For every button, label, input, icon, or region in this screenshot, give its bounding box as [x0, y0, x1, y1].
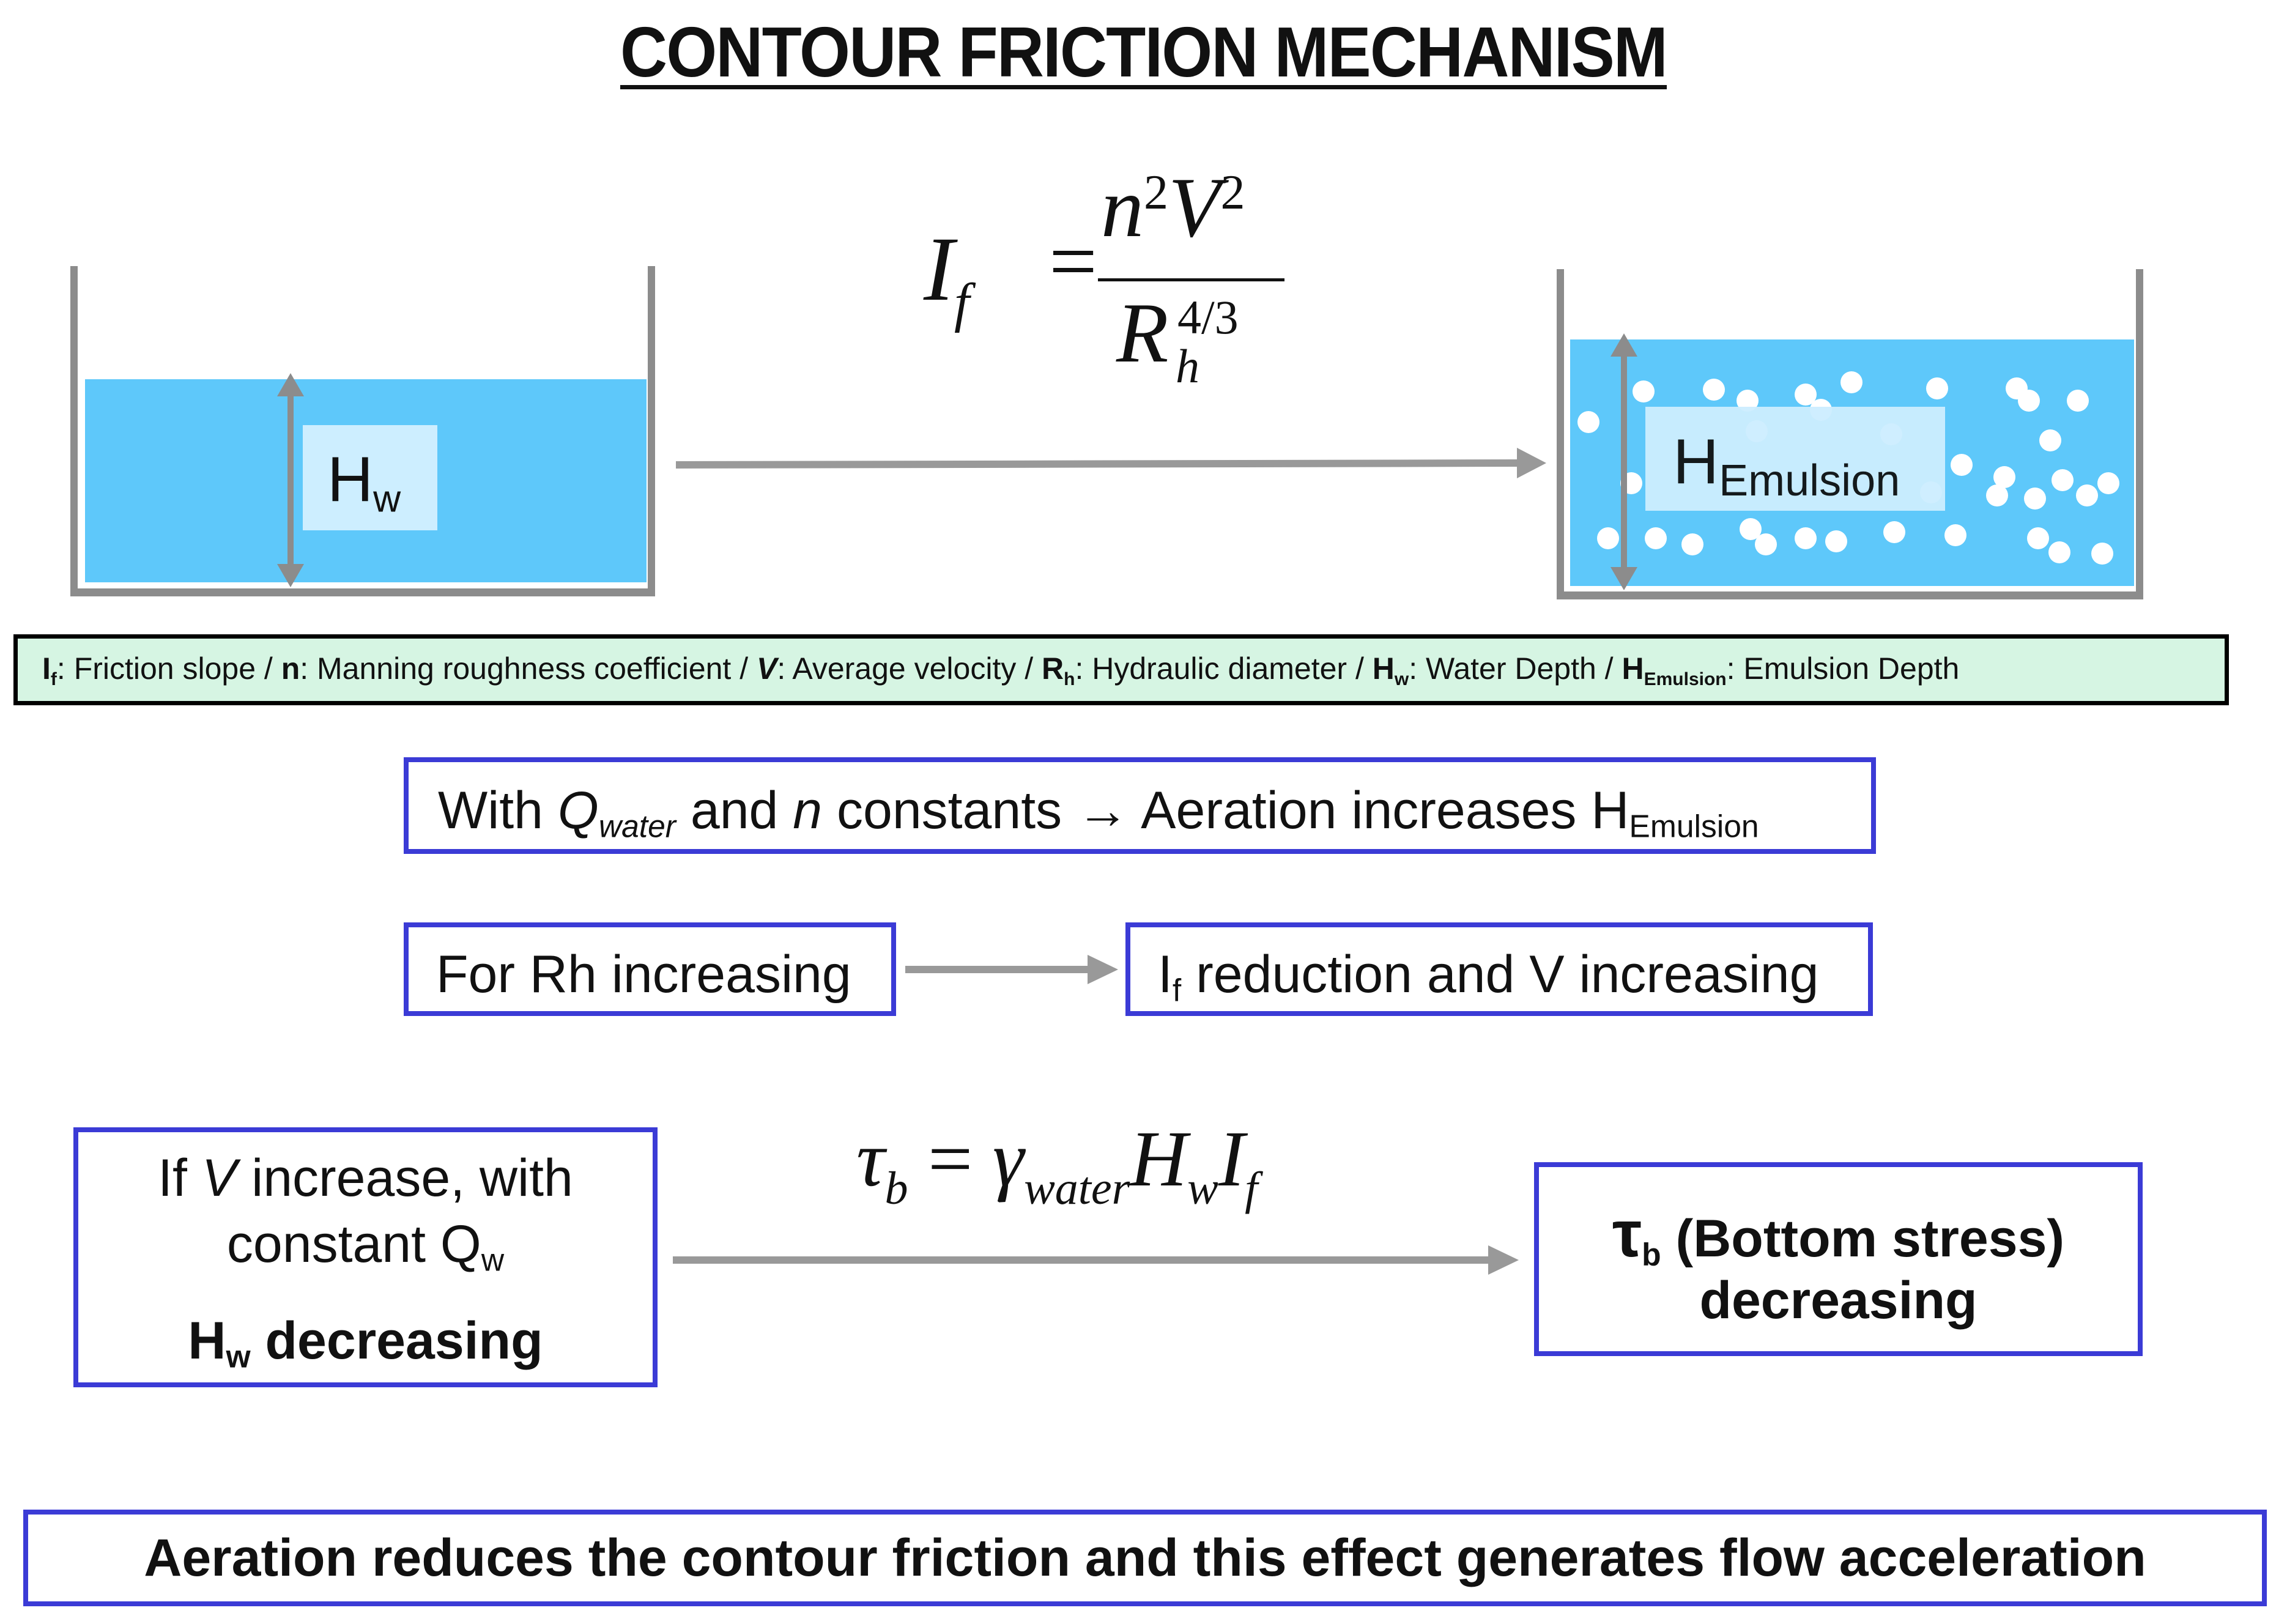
page-title-text: CONTOUR FRICTION MECHANISM	[620, 12, 1668, 92]
emulsion-depth-label: HEmulsion	[1645, 407, 1945, 511]
eq-equals: =	[1049, 214, 1097, 309]
eq-denominator: R	[1116, 286, 1169, 380]
eq-fraction-bar	[1098, 278, 1284, 281]
tank-wall-left	[70, 266, 78, 596]
tank-bottom	[1557, 591, 2143, 599]
bottom-stress-equation: τb = γwaterHwIf	[856, 1115, 1258, 1214]
tank-wall-right	[648, 266, 655, 596]
tank-bottom	[70, 588, 655, 596]
eq-den-sup: 4/3	[1177, 291, 1239, 344]
page-title: CONTOUR FRICTION MECHANISM	[92, 11, 2196, 93]
conclusion-box: Aeration reduces the contour friction an…	[23, 1510, 2267, 1606]
eq-if-symbol: I	[924, 218, 954, 320]
friction-slope-equation: If = n2V2 R 4/3 h	[924, 165, 1303, 410]
depth-arrow	[272, 373, 309, 587]
tank-wall-left	[1557, 269, 1564, 599]
emulsion-tank: HEmulsion	[1557, 269, 2147, 603]
bottom-stress-box: τb (Bottom stress) decreasing	[1534, 1162, 2143, 1356]
symbol-legend: If: Friction slope / n: Manning roughnes…	[13, 634, 2229, 705]
eq-den-sub: h	[1176, 339, 1199, 393]
if-reduction-box: If reduction and V increasing	[1125, 922, 1873, 1016]
aeration-statement-box: With Qwater and n constants → Aeration i…	[404, 757, 1876, 854]
rh-increasing-box: For Rh increasing	[404, 922, 896, 1016]
water-depth-label: Hw	[303, 425, 437, 530]
depth-arrow	[1606, 333, 1642, 590]
transition-arrow	[675, 448, 1546, 478]
velocity-increase-box: If V increase, with constant Qw Hw decre…	[73, 1127, 658, 1387]
v-to-tau-arrow	[673, 1245, 1519, 1275]
eq-if-sub: f	[954, 273, 969, 333]
water-tank: Hw	[70, 263, 658, 596]
tank-wall-right	[2136, 269, 2143, 599]
eq-numerator: n2V2	[1101, 160, 1245, 255]
rh-to-if-arrow	[905, 955, 1118, 984]
